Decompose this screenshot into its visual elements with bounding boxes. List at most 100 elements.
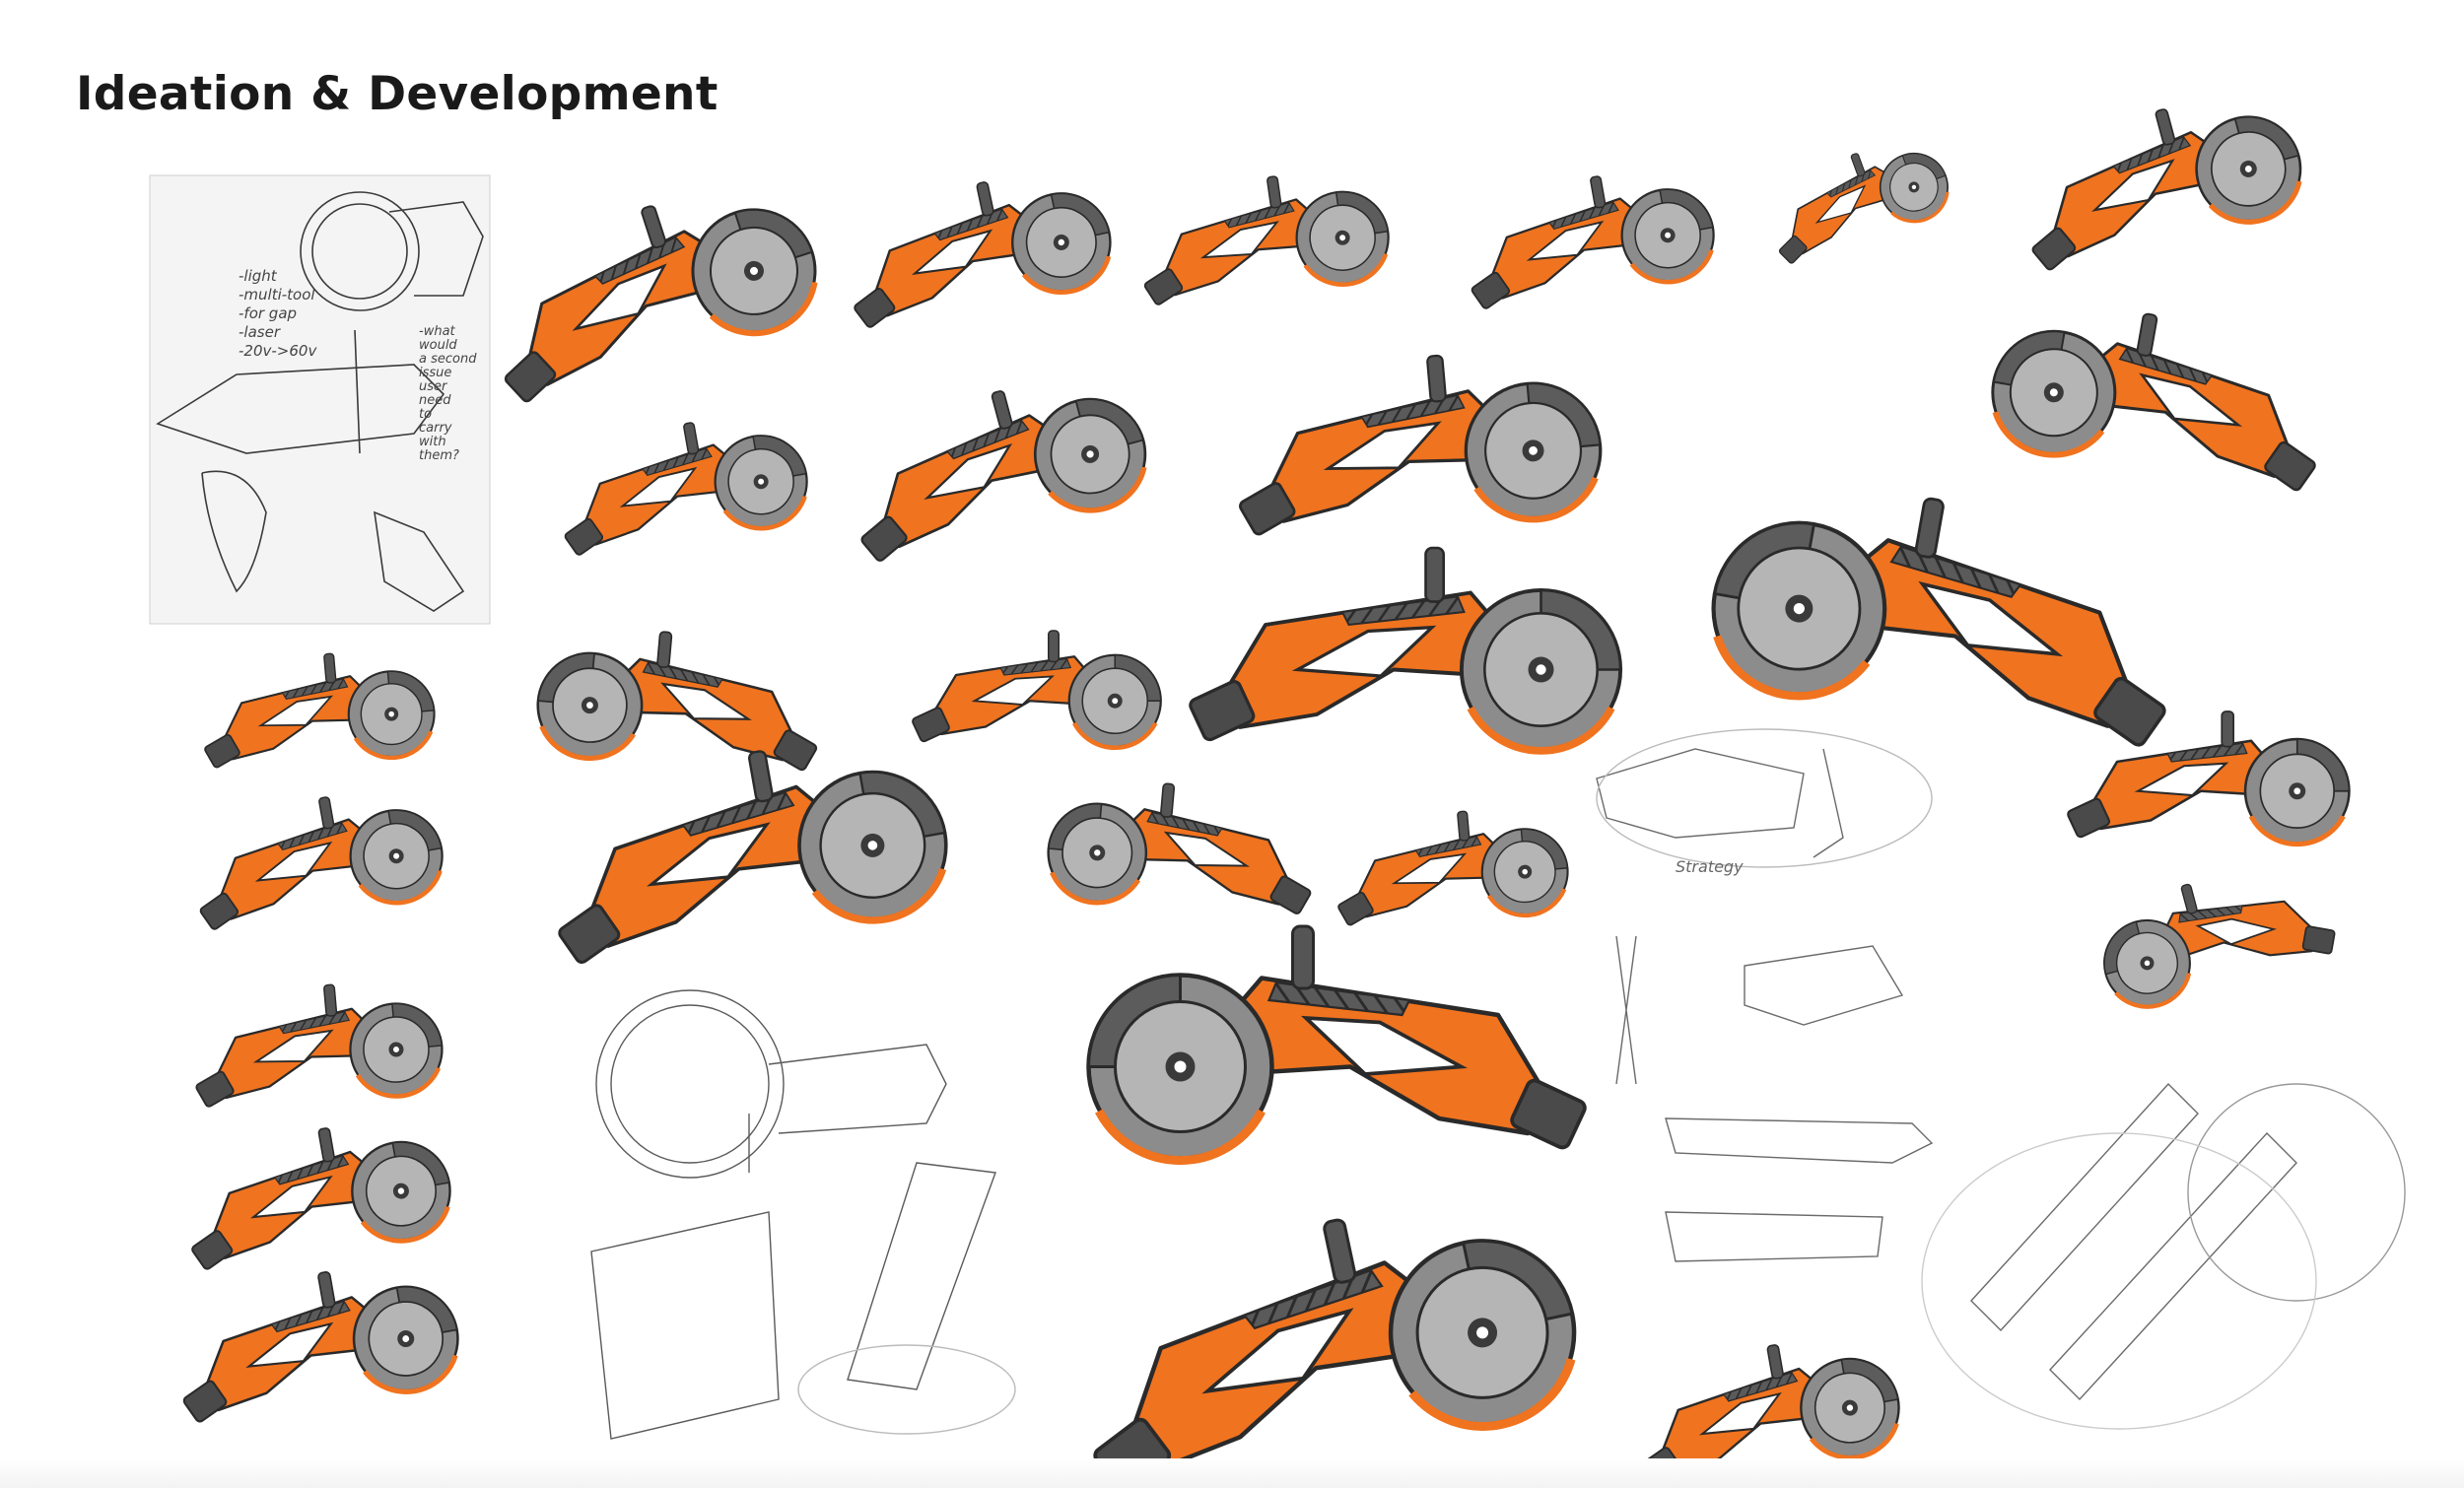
saw-concept bbox=[1086, 924, 1587, 1166]
battery-icon bbox=[1269, 875, 1312, 914]
saw-blade-icon bbox=[1879, 152, 1950, 224]
battery-icon bbox=[912, 707, 950, 743]
saw-blade-icon bbox=[1620, 188, 1715, 285]
battery-icon bbox=[504, 351, 557, 403]
saw-concept bbox=[860, 390, 1147, 562]
saw-concept bbox=[854, 181, 1112, 328]
battery-icon bbox=[2031, 227, 2077, 271]
handle-icon bbox=[683, 422, 700, 455]
handle-icon bbox=[1850, 153, 1866, 177]
saw-blade-icon bbox=[1011, 192, 1112, 295]
saw-concept bbox=[191, 1127, 451, 1270]
battery-icon bbox=[1337, 891, 1374, 926]
saw-concept bbox=[1640, 1344, 1900, 1487]
handle-icon bbox=[2221, 710, 2235, 748]
saw-blade-icon bbox=[1067, 653, 1162, 751]
handle-icon bbox=[1291, 924, 1315, 990]
saw-blade-icon bbox=[349, 809, 444, 906]
battery-icon bbox=[773, 729, 818, 772]
handle-icon bbox=[317, 1127, 335, 1163]
handle-icon bbox=[1323, 1218, 1357, 1284]
handle-icon bbox=[323, 983, 338, 1017]
saw-concept bbox=[199, 796, 444, 930]
saw-concept bbox=[504, 205, 818, 403]
battery-icon bbox=[1510, 1078, 1587, 1150]
handle-icon bbox=[747, 750, 774, 803]
saw-blade-icon bbox=[1800, 1357, 1900, 1460]
saw-concept bbox=[2031, 108, 2302, 271]
saw-blade-icon bbox=[2195, 115, 2302, 225]
battery-icon bbox=[1143, 268, 1184, 305]
saw-blade-icon bbox=[347, 670, 436, 761]
saw-concept bbox=[1778, 152, 1950, 264]
saw-blade-icon bbox=[1711, 520, 1887, 701]
handle-icon bbox=[318, 796, 335, 830]
saw-blade-icon bbox=[1086, 973, 1274, 1166]
saw-blade-icon bbox=[2103, 918, 2192, 1009]
handle-icon bbox=[1424, 546, 1445, 603]
handle-icon bbox=[1048, 630, 1060, 663]
handle-icon bbox=[2155, 108, 2176, 146]
handle-icon bbox=[2136, 312, 2158, 357]
saw-concept bbox=[195, 983, 444, 1108]
handle-icon bbox=[1426, 354, 1447, 403]
pencil-concept-sketch: Strategy bbox=[1596, 728, 2406, 1430]
handle-icon bbox=[976, 181, 994, 217]
handle-icon bbox=[1160, 782, 1176, 818]
saw-concept bbox=[558, 750, 948, 964]
battery-icon bbox=[195, 1070, 235, 1108]
saw-blade-icon bbox=[2243, 737, 2351, 847]
handle-icon bbox=[323, 652, 337, 684]
bottom-edge bbox=[0, 1458, 2464, 1488]
saw-blade-icon bbox=[797, 770, 948, 924]
saw-blade-icon bbox=[691, 208, 818, 337]
pencil-saw-sketches bbox=[590, 989, 1016, 1440]
saw-concept bbox=[536, 631, 818, 772]
saw-concept bbox=[1991, 312, 2316, 492]
saw-concept bbox=[912, 630, 1162, 751]
battery-icon bbox=[2093, 676, 2166, 747]
saw-blade-icon bbox=[349, 1002, 444, 1099]
battery-icon bbox=[191, 1230, 234, 1270]
handle-icon bbox=[317, 1271, 336, 1309]
handle-icon bbox=[1457, 810, 1471, 842]
saw-concept bbox=[2067, 710, 2351, 847]
battery-icon bbox=[1239, 482, 1296, 536]
battery-icon bbox=[2301, 925, 2336, 955]
reference-sketch-sheet: -light-multi-tool-for gap-laser-20v->60v… bbox=[149, 174, 491, 625]
saw-blade-icon bbox=[352, 1285, 459, 1394]
page-title: Ideation & Development bbox=[76, 67, 719, 121]
battery-icon bbox=[2067, 797, 2111, 839]
battery-icon bbox=[558, 904, 621, 964]
sketch-label: Strategy bbox=[1676, 857, 1744, 876]
saw-concept bbox=[1711, 497, 2166, 747]
saw-concept bbox=[1471, 175, 1715, 309]
saw-concept bbox=[182, 1271, 459, 1423]
battery-icon bbox=[854, 288, 896, 328]
handle-icon bbox=[656, 631, 673, 668]
saw-concept bbox=[1337, 810, 1569, 926]
handle-icon bbox=[1590, 175, 1607, 209]
handle-icon bbox=[1266, 175, 1282, 209]
saw-blade-icon bbox=[1047, 802, 1148, 906]
battery-icon bbox=[1189, 680, 1256, 742]
saw-blade-icon bbox=[1480, 828, 1569, 918]
saw-concept bbox=[204, 652, 436, 769]
handle-icon bbox=[1914, 497, 1945, 559]
saw-concept bbox=[1143, 175, 1390, 305]
battery-icon bbox=[1471, 271, 1511, 309]
saw-blade-icon bbox=[351, 1140, 451, 1244]
handle-icon bbox=[1766, 1344, 1784, 1380]
saw-blade-icon bbox=[1991, 329, 2117, 458]
sketch-note-left: -light-multi-tool-for gap-laser-20v->60v bbox=[239, 267, 317, 360]
battery-icon bbox=[564, 517, 604, 556]
saw-blade-icon bbox=[1464, 381, 1603, 523]
tool-concepts bbox=[182, 108, 2351, 1488]
handle-icon bbox=[641, 205, 667, 249]
battery-icon bbox=[860, 515, 908, 562]
saw-blade-icon bbox=[1033, 397, 1147, 513]
handle-icon bbox=[991, 390, 1013, 430]
saw-concept bbox=[1093, 1218, 1577, 1488]
battery-icon bbox=[2264, 440, 2316, 492]
